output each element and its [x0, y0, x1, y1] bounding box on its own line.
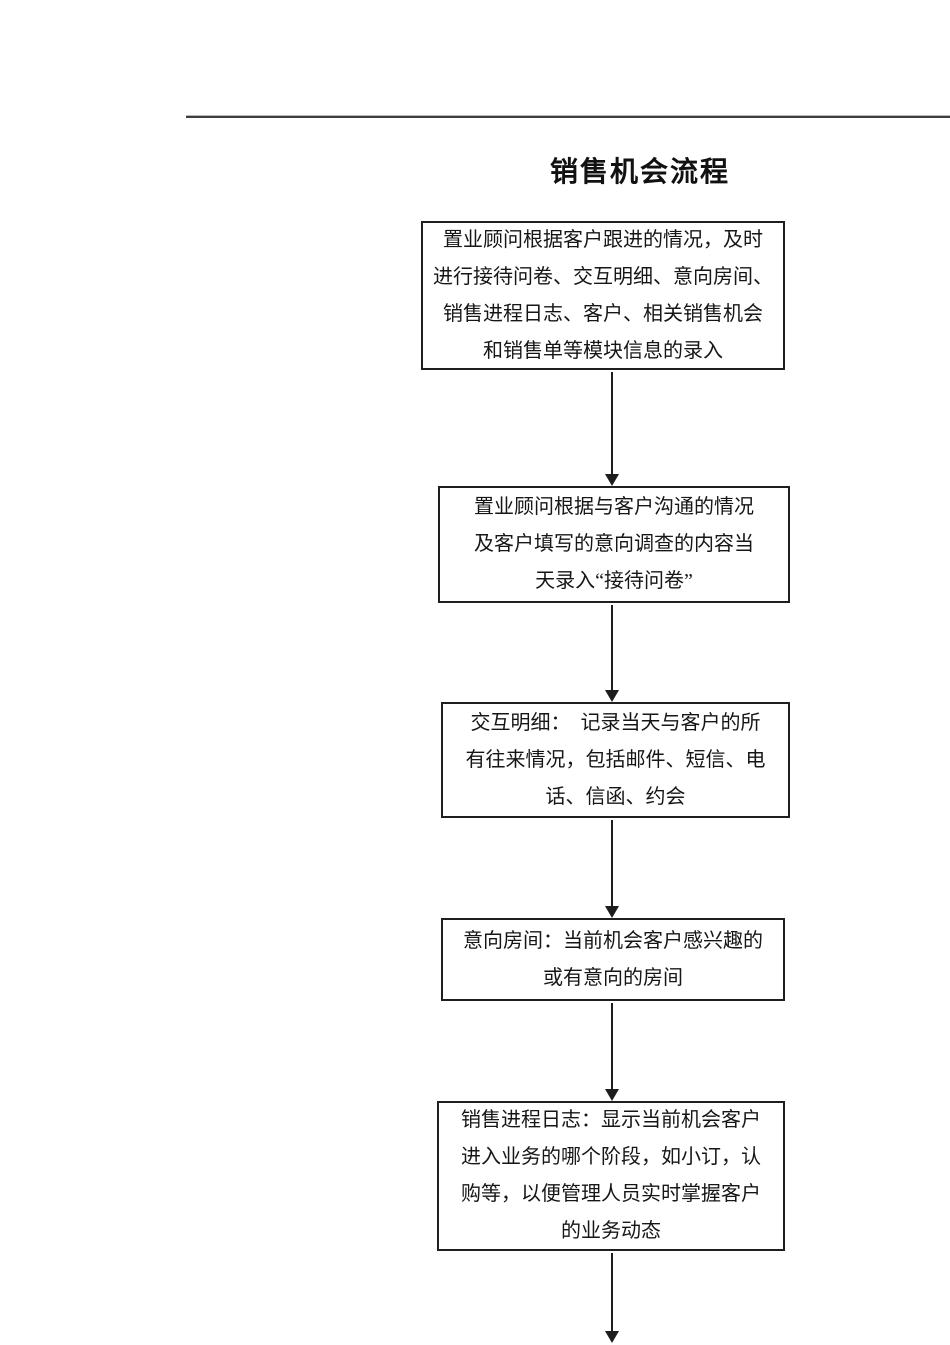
flow-step-interaction-detail: 交互明细： 记录当天与客户的所 有往来情况，包括邮件、短信、电 话、信函、约会: [441, 702, 790, 818]
arrow-shaft: [611, 1003, 613, 1089]
arrow-shaft: [611, 820, 613, 906]
arrow-shaft: [611, 372, 613, 474]
flow-arrow-down-icon: [604, 372, 620, 486]
arrow-head: [605, 1331, 619, 1343]
flow-step-module-entry: 置业顾问根据客户跟进的情况，及时 进行接待问卷、交互明细、意向房间、 销售进程日…: [421, 221, 785, 370]
arrow-head: [605, 906, 619, 918]
arrow-head: [605, 474, 619, 486]
flow-arrow-down-icon: [604, 605, 620, 702]
flow-arrow-down-icon: [604, 820, 620, 918]
flow-arrow-down-icon: [604, 1253, 620, 1343]
flow-step-sales-progress-log: 销售进程日志：显示当前机会客户 进入业务的哪个阶段，如小订，认 购等，以便管理人…: [437, 1101, 785, 1251]
arrow-head: [605, 690, 619, 702]
arrow-head: [605, 1089, 619, 1101]
flow-step-intended-room: 意向房间：当前机会客户感兴趣的 或有意向的房间: [441, 918, 785, 1001]
flow-step-reception-questionnaire: 置业顾问根据与客户沟通的情况 及客户填写的意向调查的内容当 天录入“接待问卷”: [438, 486, 790, 603]
flow-arrow-down-icon: [604, 1003, 620, 1101]
header-divider-rule: [186, 116, 950, 118]
arrow-shaft: [611, 1253, 613, 1331]
page-title: 销售机会流程: [550, 157, 731, 188]
arrow-shaft: [611, 605, 613, 690]
